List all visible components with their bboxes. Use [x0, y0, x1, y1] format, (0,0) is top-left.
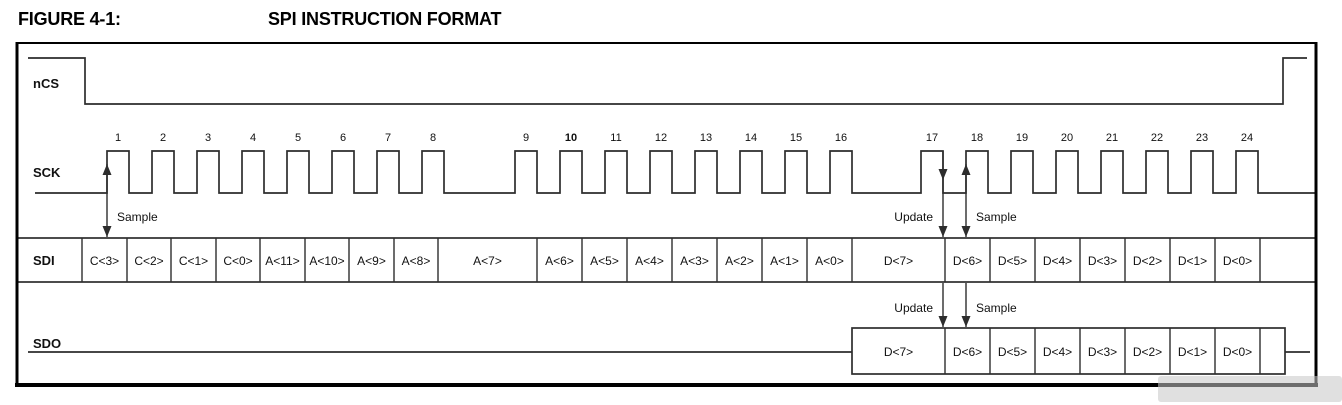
- sdi-cell-label: D<0>: [1223, 254, 1252, 268]
- sdi-cell-label: A<9>: [357, 254, 386, 268]
- clock-number: 20: [1061, 132, 1073, 144]
- sck-waveform: [35, 150, 1315, 194]
- sdi-bus-outline: [16, 237, 1317, 283]
- sdo-cell-label: D<5>: [998, 345, 1027, 359]
- arrowhead-up: [102, 164, 112, 175]
- clock-number: 11: [610, 132, 621, 144]
- sdi-cell-label: A<11>: [265, 254, 299, 268]
- sdi-cell-label: A<7>: [473, 254, 502, 268]
- clock-number: 22: [1151, 132, 1163, 144]
- sdi-cell-label: A<8>: [402, 254, 431, 268]
- sdi-cell-label: D<1>: [1178, 254, 1207, 268]
- clock-number: 10: [565, 132, 577, 144]
- sdi-cell-label: A<4>: [635, 254, 664, 268]
- sdo-cell-label: D<6>: [953, 345, 982, 359]
- sdo-update-arrow-label: Update: [894, 301, 933, 315]
- clock-number: 4: [250, 132, 256, 144]
- clock-number: 1: [115, 132, 121, 144]
- scan-artifact-blob: [1158, 376, 1342, 402]
- clock-number: 16: [835, 132, 847, 144]
- clock-number: 12: [655, 132, 667, 144]
- sdi-cell-label: D<3>: [1088, 254, 1117, 268]
- clock-number: 5: [295, 132, 301, 144]
- sdi-cell-label: D<6>: [953, 254, 982, 268]
- sdi-cell-label: C<1>: [179, 254, 208, 268]
- arrowhead-down: [938, 169, 948, 180]
- scan-artifact: [1158, 376, 1342, 402]
- ncs-waveform: [28, 57, 1307, 105]
- sample-arrow-bit18-label: Sample: [976, 210, 1017, 224]
- sdi-cell-label: A<3>: [680, 254, 709, 268]
- signal-label-ncs: nCS: [33, 76, 59, 91]
- sdo-cell-label: D<0>: [1223, 345, 1252, 359]
- sdo-bus-outline: [851, 327, 1286, 375]
- sdo-bus: D<7> D<6> D<5> D<4> D<3> D<2> D<1> D<0>: [28, 327, 1310, 375]
- sdi-cell-label: A<1>: [770, 254, 799, 268]
- sdo-cell-label: D<2>: [1133, 345, 1162, 359]
- sample-arrow-bit1-label: Sample: [117, 210, 158, 224]
- sdi-cell-label: D<4>: [1043, 254, 1072, 268]
- sdi-cell-label: C<0>: [223, 254, 252, 268]
- signal-label-sdo: SDO: [33, 336, 61, 351]
- signal-label-sdi: SDI: [33, 253, 55, 268]
- clock-number: 3: [205, 132, 211, 144]
- sdi-cell-label: D<2>: [1133, 254, 1162, 268]
- sdi-cell-label: A<10>: [309, 254, 344, 268]
- arrowhead-down: [961, 316, 971, 327]
- clock-number: 21: [1106, 132, 1118, 144]
- arrowhead-down: [102, 226, 112, 237]
- sdi-cell-label: D<5>: [998, 254, 1027, 268]
- figure-number: FIGURE 4-1:: [18, 9, 121, 29]
- clock-number: 14: [745, 132, 757, 144]
- clock-number: 13: [700, 132, 712, 144]
- clock-number: 19: [1016, 132, 1028, 144]
- sdi-bus: C<3> C<2> C<1> C<0> A<11> A<10> A<9> A<8> A<7> A<…: [16, 237, 1317, 283]
- sdo-sample-arrow-label: Sample: [976, 301, 1017, 315]
- sdo-cell-label: D<3>: [1088, 345, 1117, 359]
- clock-number: 8: [430, 132, 436, 144]
- arrowhead-down: [938, 316, 948, 327]
- clock-number: 2: [160, 132, 166, 144]
- waveforms: [28, 57, 1315, 194]
- clock-number: 15: [790, 132, 802, 144]
- clock-number: 6: [340, 132, 346, 144]
- arrowhead-down: [938, 226, 948, 237]
- sdi-cell-label: C<2>: [134, 254, 163, 268]
- clock-number: 7: [385, 132, 391, 144]
- sdi-cell-label: A<5>: [590, 254, 619, 268]
- sdi-cell-label: A<6>: [545, 254, 574, 268]
- sdi-cell-label: A<0>: [815, 254, 844, 268]
- clock-number: 17: [926, 132, 938, 144]
- sdo-cell-label: D<7>: [884, 345, 913, 359]
- figure-title: SPI INSTRUCTION FORMAT: [268, 9, 502, 29]
- sdo-cell-label: D<1>: [1178, 345, 1207, 359]
- signal-label-sck: SCK: [33, 165, 61, 180]
- clock-number: 23: [1196, 132, 1208, 144]
- arrowhead-down: [961, 226, 971, 237]
- figure-frame: [15, 42, 1318, 387]
- sdi-cell-label: A<2>: [725, 254, 754, 268]
- clock-number: 24: [1241, 132, 1253, 144]
- arrowhead-up: [961, 164, 971, 175]
- clock-number: 9: [523, 132, 529, 144]
- sdo-cell-label: D<4>: [1043, 345, 1072, 359]
- update-arrow-bit17-label: Update: [894, 210, 933, 224]
- clock-number: 18: [971, 132, 983, 144]
- sdi-cell-label: D<7>: [884, 254, 913, 268]
- figure-heading: FIGURE 4-1: SPI INSTRUCTION FORMAT: [0, 9, 1342, 39]
- sdi-cell-label: C<3>: [90, 254, 119, 268]
